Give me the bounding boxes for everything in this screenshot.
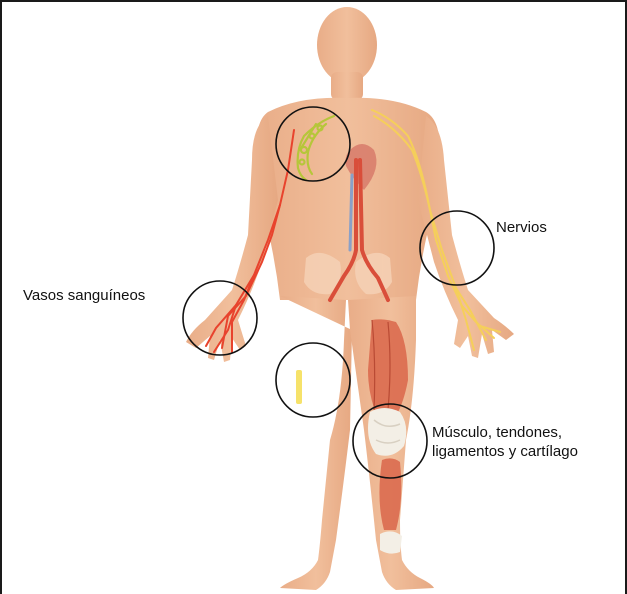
muscle-label-line2: ligamentos y cartílago <box>432 442 578 461</box>
nerves-label: Nervios <box>496 218 547 237</box>
thigh-nerve-highlight <box>296 370 302 404</box>
ankle-ligaments <box>380 531 402 553</box>
muscle-label-line1: Músculo, tendones, <box>432 423 578 442</box>
knee-joint <box>368 408 406 456</box>
blood-vessels-label: Vasos sanguíneos <box>23 286 145 305</box>
muscle-tendons-label: Músculo, tendones, ligamentos y cartílag… <box>432 423 578 461</box>
body-silhouette <box>186 7 514 590</box>
thigh-circle <box>276 343 350 417</box>
